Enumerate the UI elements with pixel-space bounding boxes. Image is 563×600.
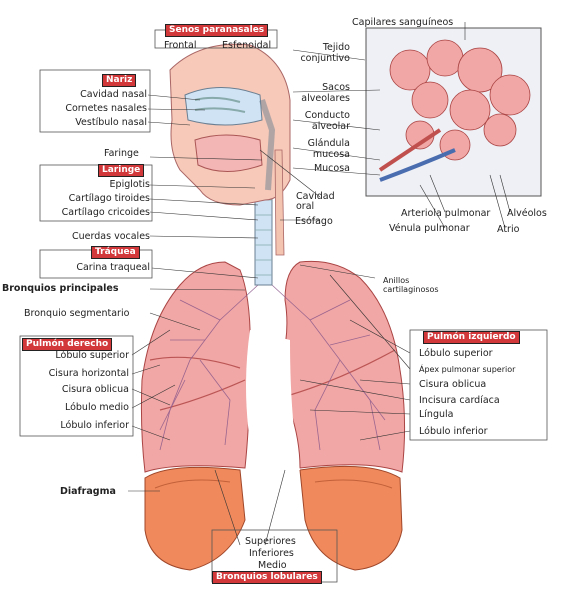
label-epiglotis: Epiglotis — [109, 179, 150, 190]
label-esfenoidal: Esfenoidal — [222, 40, 272, 51]
senos-header: Senos paranasales — [165, 24, 269, 37]
label-carina: Carina traqueal — [76, 262, 150, 273]
laringe-header: Laringe — [98, 164, 145, 177]
label-ll-superior: Lóbulo superior — [419, 348, 493, 359]
label-capilares: Capilares sanguíneos — [352, 17, 454, 28]
oral-cavity-shape — [194, 134, 263, 172]
diaphragm-shape — [144, 466, 246, 571]
label-cricoides: Cartílago cricoides — [61, 207, 150, 218]
label-cornetes: Cornetes nasales — [65, 103, 147, 114]
label-sacos: Sacos alveolares — [301, 82, 350, 104]
label-glandula: Glándula mucosa — [307, 138, 350, 160]
left-lung-header: Pulmón izquierdo — [423, 331, 520, 344]
label-rl-superior: Lóbulo superior — [55, 350, 129, 361]
label-alveolos: Alvéolos — [507, 208, 547, 219]
traquea-header: Tráquea — [91, 246, 140, 259]
label-lobular-superiores: Superiores — [245, 536, 296, 547]
laringe-bracket — [39, 164, 153, 222]
nariz-header: Nariz — [102, 74, 137, 87]
label-mucosa: Mucosa — [313, 163, 350, 174]
right-lung-bracket — [19, 335, 134, 437]
label-lobular-medio: Medio — [258, 560, 287, 571]
nasal-cavity-shape — [184, 87, 263, 126]
left-lung-shape — [279, 260, 406, 473]
label-cuerdas: Cuerdas vocales — [72, 231, 150, 242]
label-venula: Vénula pulmonar — [389, 223, 470, 234]
label-faringe: Faringe — [104, 148, 139, 159]
label-frontal: Frontal — [164, 40, 197, 51]
label-vestibulo: Vestíbulo nasal — [75, 117, 147, 128]
label-rl-cisura-horizontal: Cisura horizontal — [48, 368, 129, 379]
label-bronquio-segmentario: Bronquio segmentario — [24, 308, 130, 319]
label-rl-medio: Lóbulo medio — [64, 402, 129, 413]
left-lung-bracket — [409, 329, 548, 441]
label-tiroides: Cartílago tiroides — [68, 193, 150, 204]
label-bronquios-principales: Bronquios principales — [2, 283, 119, 294]
label-diafragma: Diafragma — [60, 486, 116, 497]
label-ll-cisura-oblicua: Cisura oblicua — [419, 379, 487, 390]
label-esofago: Esófago — [295, 216, 333, 227]
label-conducto: Conducto alveolar — [304, 110, 350, 132]
label-ll-inferior: Lóbulo inferior — [419, 426, 488, 437]
label-atrio: Atrio — [497, 224, 520, 235]
label-arteriola: Arteriola pulmonar — [401, 208, 491, 219]
label-anillos: Anillos cartilaginosos — [383, 276, 439, 294]
label-ll-lingula: Língula — [419, 409, 454, 420]
lobular-header: Bronquios lobulares — [212, 571, 322, 584]
label-lobular-inferiores: Inferiores — [249, 548, 294, 559]
label-cavidad-oral: Cavidad oral — [296, 191, 335, 212]
label-rl-inferior: Lóbulo inferior — [60, 420, 129, 431]
label-ll-incisura: Incisura cardíaca — [419, 395, 500, 406]
diaphragm-shape-left — [299, 465, 403, 571]
label-tejido: Tejido conjuntivo — [300, 42, 350, 64]
esophagus-shape — [274, 149, 285, 256]
right-lung-shape — [140, 261, 251, 473]
label-rl-cisura-oblicua: Cisura oblicua — [61, 384, 129, 395]
label-cavidad-nasal: Cavidad nasal — [80, 89, 147, 100]
nariz-bracket — [39, 69, 151, 133]
label-ll-apex: Ápex pulmonar superior — [419, 365, 516, 374]
right-lung-header: Pulmón derecho — [22, 338, 113, 351]
